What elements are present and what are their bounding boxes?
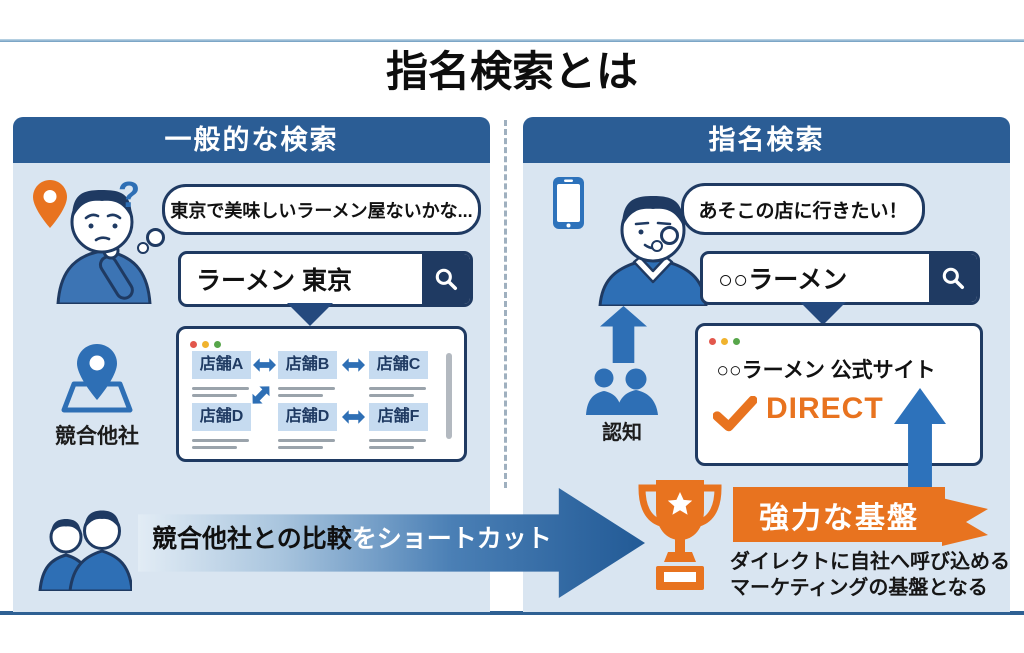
description-line-2: マーケティングの基盤となる [730,577,988,599]
branded-search-box: ○○ラーメン [700,251,980,305]
thinking-person-illustration [56,190,152,304]
window-dot-green [733,338,740,345]
question-mark: ? [118,174,140,215]
store-box-d2: 店舗D [278,403,337,431]
shortcut-arrow-label-light: をショートカット [351,525,552,553]
foundation-banner: 強力な基盤 [733,487,945,542]
official-site-title: ○○ラーメン 公式サイト [716,359,936,382]
window-controls [709,332,745,350]
text-placeholder-line [369,394,414,397]
official-site-browser-window: ○○ラーメン 公式サイト DIRECT [695,323,983,488]
store-box-d: 店舗D [192,403,251,431]
direct-label: DIRECT [766,392,884,425]
people-icon [38,510,132,591]
thought-trail-bubble [137,242,149,254]
text-placeholder-line [369,446,414,449]
competitors-map-pin-icon [61,344,133,413]
branded-search-panel-header: 指名検索 [523,117,1010,163]
text-placeholder-line [192,439,249,442]
text-placeholder-line [192,394,237,397]
text-placeholder-line [278,387,335,390]
awareness-people-icon [586,368,658,415]
search-button [929,254,977,302]
store-box-a: 店舗A [192,351,251,379]
top-divider-rule [0,39,1024,42]
awareness-label: 認知 [602,422,642,444]
window-dot-yellow [721,338,728,345]
thought-trail-bubble [651,240,663,252]
window-dot-red [190,341,197,348]
branded-search-query: ○○ラーメン [718,266,848,294]
thought-trail-bubble [146,228,165,247]
search-icon [435,268,458,291]
diagonal-double-arrow-icon [252,386,270,404]
thought-bubble-branded: あそこの店に行きたい！ [681,183,925,235]
double-arrow-icon [342,358,365,372]
double-arrow-icon [342,410,365,424]
text-placeholder-line [278,394,323,397]
text-placeholder-line [369,387,426,390]
window-dot-red [709,338,716,345]
thought-bubble-generic: 東京で美味しいラーメン屋ないかな... [162,184,481,235]
page-title: 指名検索とは [385,48,638,95]
check-icon [713,396,757,432]
shortcut-arrow-label-dark: 競合他社との比較 [152,525,352,553]
search-icon [942,267,965,290]
store-box-c: 店舗C [369,351,428,379]
shortcut-arrow-label: 競合他社との比較をショートカット [152,522,552,556]
generic-search-query: ラーメン 東京 [196,267,352,295]
generic-search-box: ラーメン 東京 [178,251,473,307]
search-button [422,254,470,304]
window-dot-yellow [202,341,209,348]
text-placeholder-line [278,446,323,449]
location-pin-icon [33,180,67,228]
text-placeholder-line [369,439,426,442]
smartphone-icon [553,177,584,229]
store-box-b: 店舗B [278,351,337,379]
panel-divider-dashed-line [504,120,507,488]
scrollbar[interactable] [446,353,452,439]
ribbon-tail [942,498,988,546]
text-placeholder-line [192,446,237,449]
text-placeholder-line [278,439,335,442]
description-line-1: ダイレクトに自社へ呼び込める [730,551,1010,573]
confident-person-illustration [598,196,708,306]
trophy-icon [638,480,722,590]
window-controls [190,335,226,353]
double-arrow-icon [253,358,276,372]
text-placeholder-line [192,387,249,390]
store-box-f: 店舗F [369,403,428,431]
generic-search-panel-header: 一般的な検索 [13,117,490,163]
results-browser-window: 店舗A 店舗B 店舗C 店舗D 店舗D 店舗F [176,326,467,462]
window-dot-green [214,341,221,348]
bottom-divider-rule [0,611,1024,615]
thought-trail-bubble [660,226,679,245]
competitors-label: 競合他社 [55,425,139,448]
